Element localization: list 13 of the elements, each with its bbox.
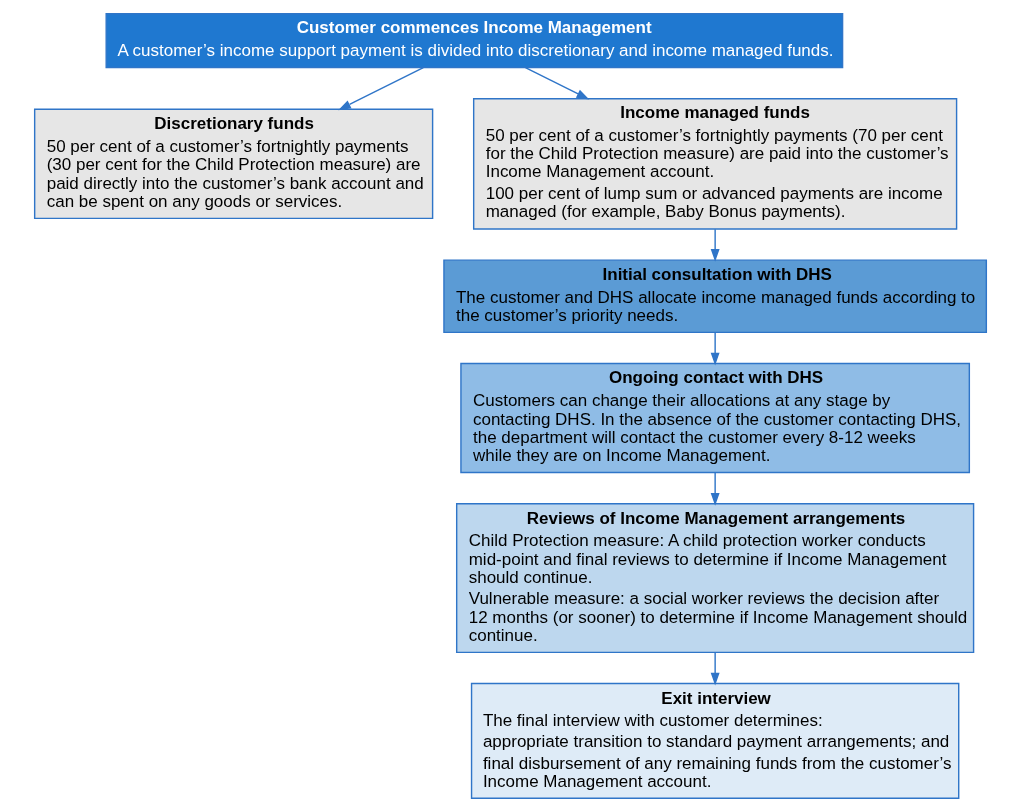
arrow [710, 471, 720, 506]
arrow [710, 332, 720, 366]
arrow [710, 228, 720, 262]
arrow [710, 651, 720, 686]
node-box: Customer commences Income Management A customer’s income support payment is divided into discretionary and income managed funds. [104, 13, 843, 69]
arrow [524, 66, 589, 100]
node-box: Income managed funds 50 per cent of a customer’s fortnightly payments (70 per cent for the Child Protection measure) are paid into the customer’s Income Management account. 100 per cent of lump sum or advanced payments are income managed (for example, Baby Bonus payments). [472, 98, 957, 230]
node-box: Exit interview The final interview with customer determines: appropriate transition to standard payment arrangements; and final disbursement of any remaining funds from the customer’s Income Management account. [470, 682, 959, 799]
arrow [337, 66, 424, 111]
node-box: Reviews of Income Management arrangements Child Protection measure: A child protection worker conducts mid-point and final reviews to determine if Income Management should continue. Vulnerable measure: a social worker reviews the decision after 12 months (or sooner) to determine if Income Management should continue. [455, 503, 974, 654]
node-box: Initial consultation with DHS The customer and DHS allocate income managed funds according to the customer’s priority needs. [442, 259, 987, 334]
node-box: Ongoing contact with DHS Customers can change their allocations at any stage by contacting DHS. In the absence of the customer contacting DHS, the department will contact the customer every 8-12 weeks while they are on Income Management. [459, 362, 970, 474]
node-box: Discretionary funds 50 per cent of a customer’s fortnightly payments (30 per cent for the Child Protection measure) are paid directly into the customer’s bank account and can be spent on any goods or services. [33, 108, 433, 220]
